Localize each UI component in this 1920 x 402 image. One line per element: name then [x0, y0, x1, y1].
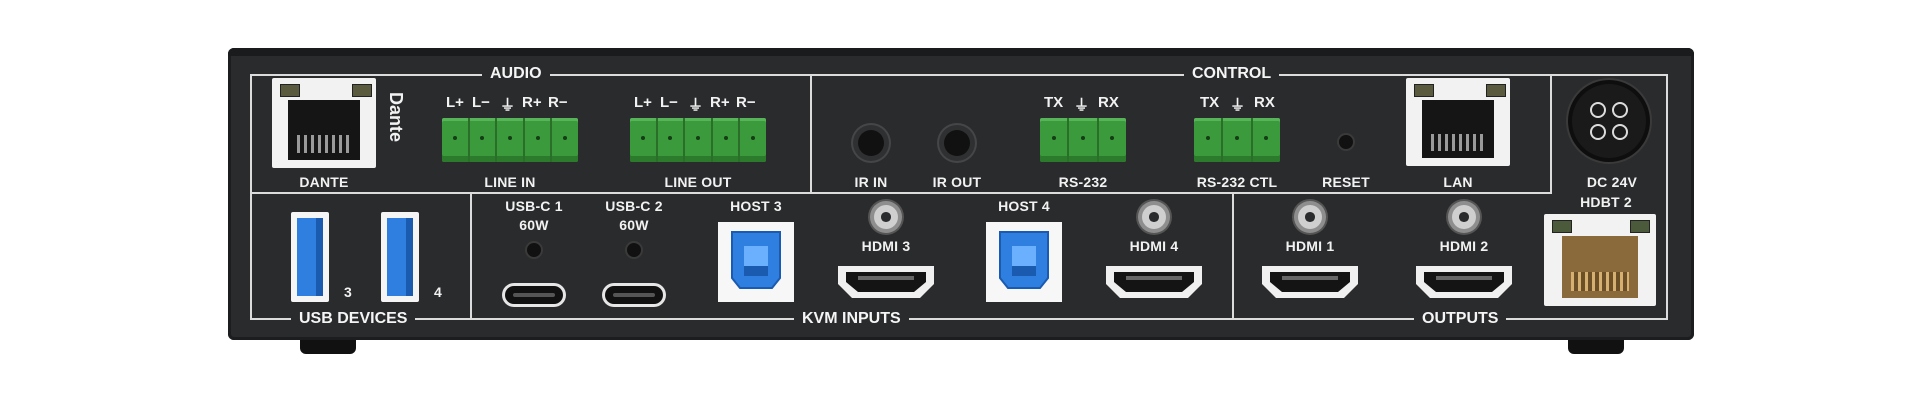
- usbc1-label: USB-C 1: [505, 198, 563, 214]
- host4-usb-b-port[interactable]: [986, 222, 1062, 302]
- section-audio-title: AUDIO: [482, 65, 550, 83]
- line-out-pin-2: L−: [660, 94, 678, 111]
- usbc1-port[interactable]: [505, 286, 563, 304]
- line-in-pin-4: R+: [522, 94, 542, 111]
- reset-label: RESET: [1322, 174, 1370, 190]
- hdmi3-label: HDMI 3: [861, 238, 911, 254]
- right-foot: [1568, 340, 1624, 354]
- usb-b-icon: [731, 231, 781, 289]
- hdbt2-ethernet-port[interactable]: [1562, 236, 1638, 298]
- line-out-pin-3: ⏚: [688, 97, 704, 114]
- hdbt2-led-right: [1630, 220, 1650, 233]
- divider-kvm-outputs: [1232, 192, 1234, 320]
- usb-a-port-3[interactable]: [291, 212, 329, 302]
- dante-ethernet-port[interactable]: [288, 100, 360, 160]
- usb-a-port-4[interactable]: [381, 212, 419, 302]
- line-in-label: LINE IN: [484, 174, 536, 190]
- lan-led-left: [1414, 84, 1434, 97]
- usb-b-icon: [999, 231, 1049, 289]
- section-usb-devices-title: USB DEVICES: [291, 310, 416, 328]
- host4-label: HOST 4: [998, 198, 1050, 214]
- hdmi4-port[interactable]: [1102, 262, 1206, 302]
- chassis-top-edge: [228, 48, 1694, 56]
- lan-led-right: [1486, 84, 1506, 97]
- left-foot: [300, 340, 356, 354]
- line-out-pin-4: R+: [710, 94, 730, 111]
- hdmi3-bnc-connector[interactable]: [874, 205, 898, 229]
- hdmi3-port[interactable]: [834, 262, 938, 302]
- line-in-terminal-block[interactable]: [442, 118, 578, 162]
- rs232-pin-ground: ⏚: [1074, 97, 1090, 114]
- usbc1-power-label: 60W: [519, 217, 549, 233]
- dante-label: DANTE: [299, 174, 349, 190]
- line-out-terminal-block[interactable]: [630, 118, 766, 162]
- usbc1-indicator: [527, 243, 541, 257]
- dante-logo: Dante: [386, 92, 406, 143]
- usbc2-power-label: 60W: [619, 217, 649, 233]
- ir-in-label: IR IN: [854, 174, 888, 190]
- ir-out-label: IR OUT: [932, 174, 982, 190]
- divider-control-dc: [1550, 74, 1552, 192]
- frame-left: [250, 74, 252, 320]
- host3-usb-b-port[interactable]: [718, 222, 794, 302]
- line-out-pin-1: L+: [634, 94, 652, 111]
- hdmi2-bnc-connector[interactable]: [1452, 205, 1476, 229]
- lan-ethernet-port[interactable]: [1422, 100, 1494, 158]
- reset-button[interactable]: [1339, 135, 1353, 149]
- hdmi1-label: HDMI 1: [1285, 238, 1335, 254]
- host3-label: HOST 3: [730, 198, 782, 214]
- line-in-pin-1: L+: [446, 94, 464, 111]
- rs232-pin-rx: RX: [1098, 94, 1119, 111]
- line-in-pin-2: L−: [472, 94, 490, 111]
- dante-led-right: [352, 84, 372, 97]
- rs232-ctl-pin-ground: ⏚: [1230, 97, 1246, 114]
- divider-audio-control: [810, 74, 812, 192]
- section-kvm-inputs-title: KVM INPUTS: [794, 310, 909, 328]
- rs232-ctl-terminal-block[interactable]: [1194, 118, 1280, 162]
- line-in-pin-3: ⏚: [500, 97, 516, 114]
- line-out-pin-5: R−: [736, 94, 756, 111]
- section-outputs-title: OUTPUTS: [1414, 310, 1507, 328]
- line-out-label: LINE OUT: [664, 174, 732, 190]
- frame-top: [250, 74, 1668, 76]
- hdmi4-label: HDMI 4: [1129, 238, 1179, 254]
- hdmi2-label: HDMI 2: [1439, 238, 1489, 254]
- frame-right: [1666, 74, 1668, 320]
- rs232-label: RS-232: [1058, 174, 1108, 190]
- usb-port-4-label: 4: [434, 284, 442, 300]
- line-in-pin-5: R−: [548, 94, 568, 111]
- usbc2-label: USB-C 2: [605, 198, 663, 214]
- hdbt2-label: HDBT 2: [1580, 194, 1632, 210]
- dc-power-connector[interactable]: [1572, 84, 1646, 158]
- rs232-pin-tx: TX: [1044, 94, 1064, 111]
- hdmi1-port[interactable]: [1258, 262, 1362, 302]
- dc-24v-label: DC 24V: [1586, 174, 1638, 190]
- divider-usb-kvm: [470, 192, 472, 320]
- ir-in-jack[interactable]: [858, 130, 884, 156]
- hdmi1-bnc-connector[interactable]: [1298, 205, 1322, 229]
- frame-middle: [250, 192, 1552, 194]
- ir-out-jack[interactable]: [944, 130, 970, 156]
- hdmi2-port[interactable]: [1412, 262, 1516, 302]
- rs232-ctl-pin-tx: TX: [1200, 94, 1220, 111]
- frame-bottom: [250, 318, 1668, 320]
- rs232-ctl-label: RS-232 CTL: [1196, 174, 1278, 190]
- dante-led-left: [280, 84, 300, 97]
- section-control-title: CONTROL: [1184, 65, 1280, 83]
- rs232-ctl-pin-rx: RX: [1254, 94, 1275, 111]
- rs232-terminal-block[interactable]: [1040, 118, 1126, 162]
- usbc2-indicator: [627, 243, 641, 257]
- usbc2-port[interactable]: [605, 286, 663, 304]
- lan-label: LAN: [1443, 174, 1473, 190]
- hdbt2-led-left: [1552, 220, 1572, 233]
- hdmi4-bnc-connector[interactable]: [1142, 205, 1166, 229]
- usb-port-3-label: 3: [344, 284, 352, 300]
